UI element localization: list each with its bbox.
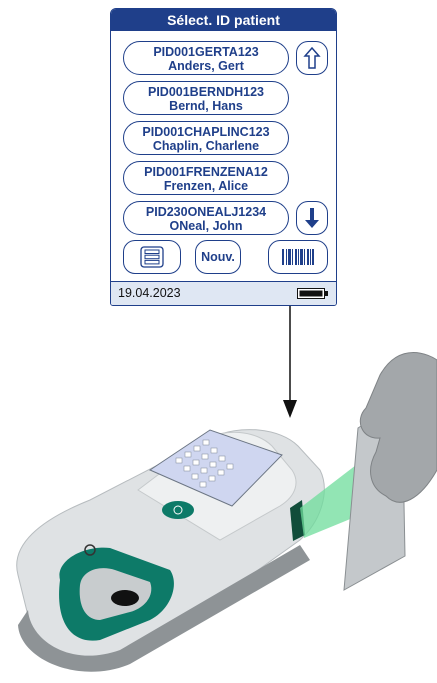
patient-button-1[interactable]: PID001GERTA123 Anders, Gert: [123, 41, 289, 75]
patient-id: PID230ONEALJ1234: [124, 205, 288, 219]
patient-button-2[interactable]: PID001BERNDH123 Bernd, Hans: [123, 81, 289, 115]
patient-id: PID001GERTA123: [124, 45, 288, 59]
patient-button-3[interactable]: PID001CHAPLINC123 Chaplin, Charlene: [123, 121, 289, 155]
new-button-label: Nouv.: [201, 250, 235, 264]
arrow-down-icon: [303, 206, 321, 230]
patient-button-5[interactable]: PID230ONEALJ1234 ONeal, John: [123, 201, 289, 235]
screen-title: Sélect. ID patient: [111, 9, 336, 31]
date-display: 19.04.2023: [118, 286, 181, 300]
patient-id: PID001FRENZENA12: [124, 165, 288, 179]
patient-name: Anders, Gert: [124, 59, 288, 73]
scroll-down-button[interactable]: [296, 201, 328, 235]
scroll-up-button[interactable]: [296, 41, 328, 75]
battery-full-icon: [297, 288, 329, 299]
menu-button[interactable]: [123, 240, 181, 274]
list-icon: [140, 246, 164, 268]
patient-name: Frenzen, Alice: [124, 179, 288, 193]
hand-icon: [360, 353, 437, 503]
patient-button-4[interactable]: PID001FRENZENA12 Frenzen, Alice: [123, 161, 289, 195]
patient-id-screen: Sélect. ID patient PID001GERTA123 Anders…: [110, 8, 337, 306]
patient-name: ONeal, John: [124, 219, 288, 233]
pointer-arrowhead: [283, 400, 297, 418]
patient-id: PID001CHAPLINC123: [124, 125, 288, 139]
barcode-scan-button[interactable]: [268, 240, 328, 274]
status-bar: 19.04.2023: [111, 281, 336, 305]
patient-id: PID001BERNDH123: [124, 85, 288, 99]
arrow-up-outline-icon: [303, 46, 321, 70]
new-button[interactable]: Nouv.: [195, 240, 241, 274]
meter-device: [17, 430, 325, 672]
patient-name: Bernd, Hans: [124, 99, 288, 113]
patient-name: Chaplin, Charlene: [124, 139, 288, 153]
barcode-icon: [279, 246, 317, 268]
